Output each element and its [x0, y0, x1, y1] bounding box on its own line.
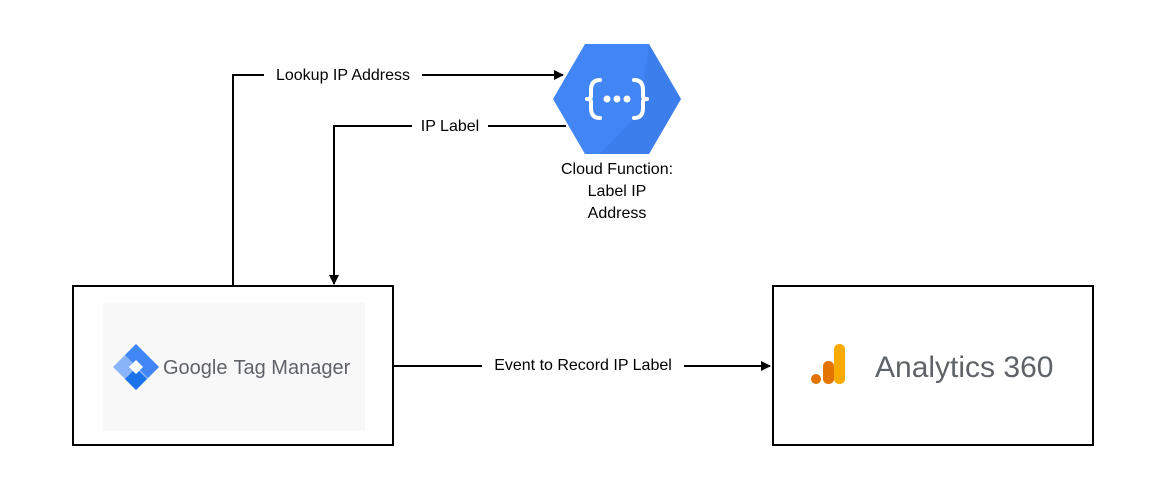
gtm-logo-product: Tag Manager	[234, 357, 351, 379]
gtm-logo-google: Google	[163, 357, 228, 379]
edge-event-to-record: Event to Record IP Label	[394, 354, 771, 376]
gtm-logo-text: Google Tag Manager	[163, 357, 351, 379]
edge-lookup-ip-address: Lookup IP Address	[232, 64, 564, 286]
gtm-node: Google Tag Manager	[72, 285, 394, 446]
edge-lookup-label-bg	[264, 64, 422, 86]
analytics-bars-icon	[811, 344, 845, 384]
gtm-diamond-icon	[113, 344, 159, 390]
analytics-node: Analytics 360	[772, 285, 1094, 446]
edge-ip-label-bg	[412, 115, 488, 137]
cloud-function-node: Cloud Function: Label IP Address	[553, 44, 681, 222]
edge-ip-label-label: IP Label	[421, 118, 479, 135]
edge-lookup-line	[232, 70, 564, 286]
edge-event-label-bg	[482, 354, 684, 376]
cloud-function-caption-line-1: Cloud Function:	[561, 161, 673, 178]
cloud-function-caption-line-2: Label IP	[588, 183, 647, 200]
edge-ip-label-line	[329, 125, 566, 285]
edge-ip-label: IP Label	[329, 115, 566, 285]
cloud-function-caption-line-3: Address	[588, 205, 647, 222]
edge-event-label: Event to Record IP Label	[494, 357, 672, 374]
edge-lookup-label: Lookup IP Address	[276, 67, 410, 84]
cloud-functions-hexagon-icon	[553, 44, 681, 154]
analytics-logo-text: Analytics 360	[875, 351, 1053, 384]
